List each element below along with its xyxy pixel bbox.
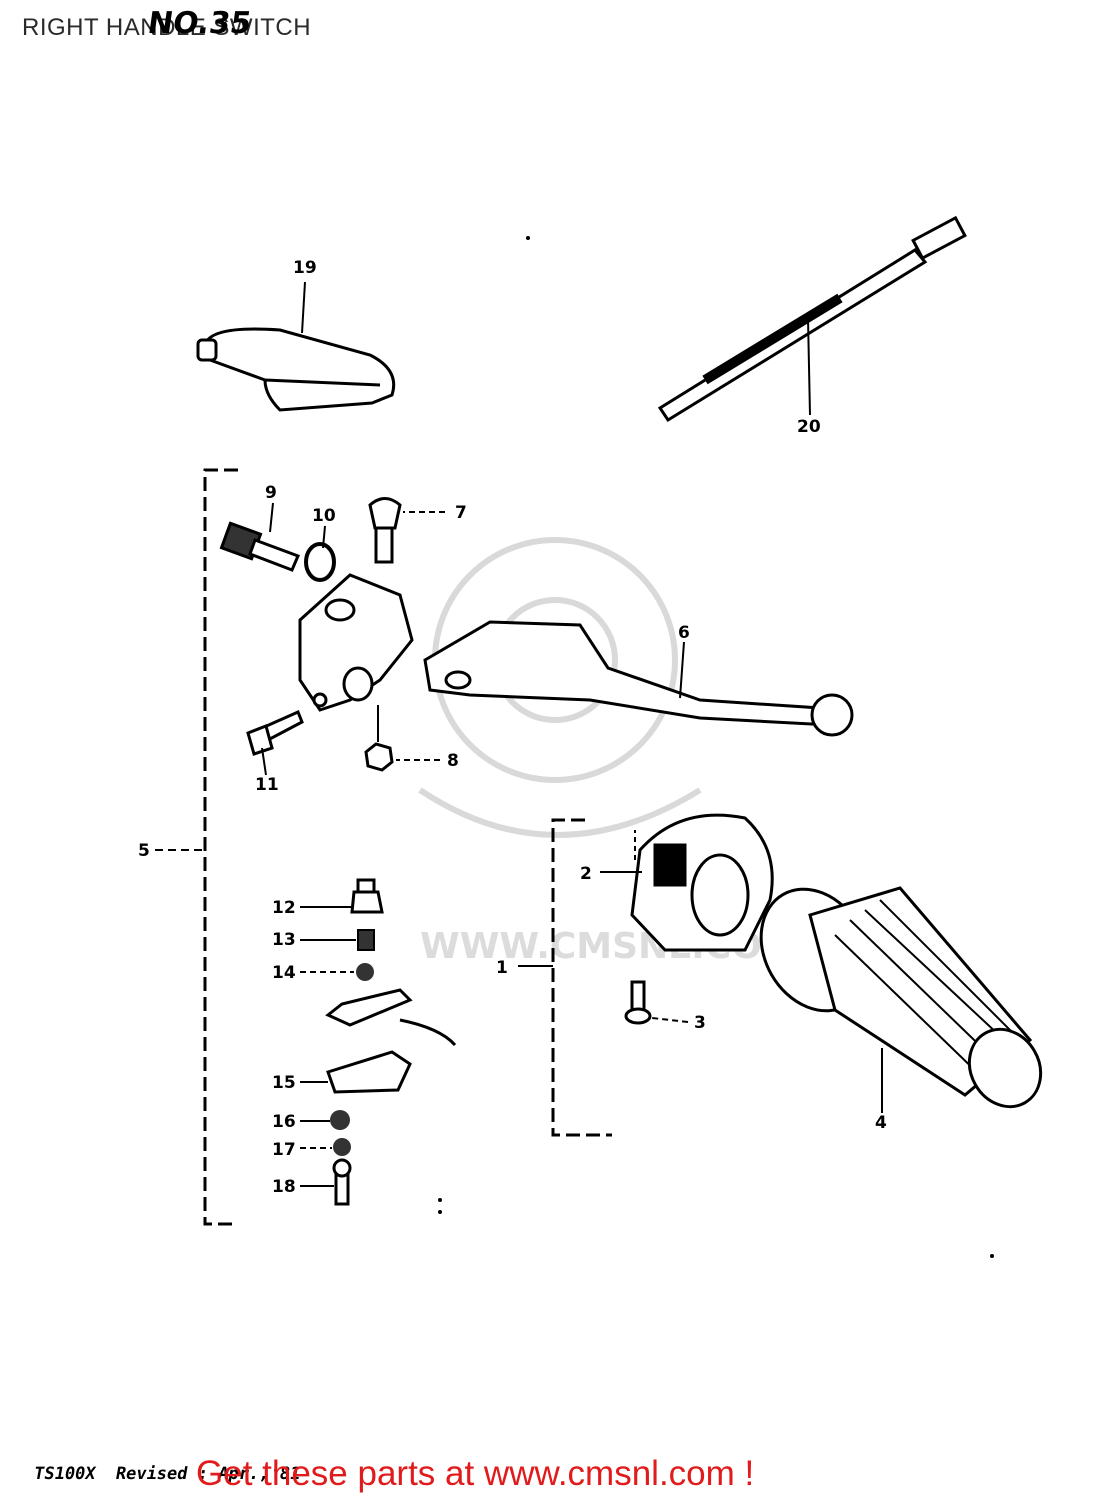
callout-3: 3 (694, 1013, 706, 1033)
part-3-screw (624, 980, 652, 1025)
part-8-nut (364, 742, 394, 772)
part-10-locknut (304, 542, 336, 582)
page-title: RIGHT HANDLE SWITCH (22, 14, 312, 41)
callout-6: 6 (678, 623, 690, 643)
callout-4: 4 (875, 1113, 887, 1133)
cta-link[interactable]: Get these parts at www.cmsnl.com ! (196, 1454, 755, 1493)
callout-8: 8 (447, 751, 459, 771)
callout-19: 19 (293, 258, 317, 278)
part-4-throttle-grip (759, 886, 1043, 1109)
part-18-screw (332, 1158, 352, 1206)
callout-1: 1 (496, 958, 508, 978)
callout-18: 18 (272, 1177, 296, 1197)
callout-2: 2 (580, 864, 592, 884)
callout-5: 5 (138, 841, 150, 861)
callout-7: 7 (455, 503, 467, 523)
part-20-cable-tie (657, 215, 967, 423)
part-19-cover (196, 327, 396, 412)
callout-20: 20 (797, 417, 821, 437)
part-9-adjuster-bolt (219, 521, 300, 572)
part-11-bolt (246, 709, 304, 756)
callout-15: 15 (272, 1073, 296, 1093)
part-16-washer (330, 1110, 350, 1130)
part-12-screw (350, 878, 384, 914)
callout-10: 10 (312, 506, 336, 526)
leader-lines (155, 281, 883, 1187)
part-13-spring (357, 929, 375, 951)
part-14-ball (356, 963, 374, 981)
assembly-1-bracket (551, 818, 612, 1137)
callout-11: 11 (255, 775, 279, 795)
callout-14: 14 (272, 963, 296, 983)
part-14b-contact-plate (325, 988, 457, 1047)
part-15-switch-body (326, 1050, 412, 1094)
callout-17: 17 (272, 1140, 296, 1160)
assembly-5-bracket (203, 468, 238, 1226)
part-17-washer (333, 1138, 351, 1156)
part-7-pivot-bolt (368, 497, 402, 564)
callout-9: 9 (265, 483, 277, 503)
callout-13: 13 (272, 930, 296, 950)
callout-16: 16 (272, 1112, 296, 1132)
part-6-brake-lever (423, 620, 854, 737)
part-5-lever-holder (298, 573, 414, 712)
callout-12: 12 (272, 898, 296, 918)
part-2-switch-housing (630, 813, 774, 952)
